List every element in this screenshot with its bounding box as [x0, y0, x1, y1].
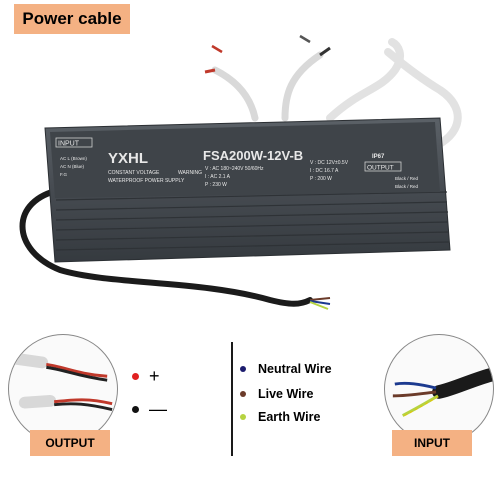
- polarity-positive: +: [132, 366, 160, 387]
- input-label: INPUT: [392, 430, 472, 456]
- black-dot: [132, 406, 139, 413]
- right-wire-2: Black / Red: [395, 184, 419, 189]
- earth-dot: [240, 414, 246, 420]
- input-tag: INPUT: [58, 141, 80, 148]
- output-power: P : 200 W: [310, 176, 332, 182]
- polarity-negative: —: [132, 399, 167, 420]
- title-text: Power cable: [22, 9, 122, 28]
- left-wire-2: AC N (Blue): [60, 164, 85, 169]
- power-supply-photo: INPUT AC L (Brown) AC N (Blue) F.G YXHL …: [19, 34, 462, 310]
- live-dot: [240, 391, 246, 397]
- neutral-label: Neutral Wire: [258, 362, 332, 376]
- earth-label: Earth Wire: [258, 410, 321, 424]
- waterproof-text: WATERPROOF POWER SUPPLY: [108, 178, 185, 184]
- warning-text: WARNING: [178, 170, 202, 176]
- input-cable-zoom: [384, 334, 494, 444]
- right-wire-1: Black / Red: [395, 176, 419, 181]
- input-cable-illustration: [392, 367, 493, 417]
- output-cable-illustration: [9, 352, 113, 412]
- output-label: OUTPUT: [30, 430, 110, 456]
- output-tag: OUTPUT: [367, 165, 394, 172]
- ip-rating: IP67: [372, 154, 385, 160]
- output-voltage: V : DC 12V±0.5V: [310, 160, 349, 166]
- input-current: I : AC 2.1 A: [205, 174, 231, 180]
- output-current: I : DC 16.7 A: [310, 168, 339, 174]
- legend-earth: Earth Wire: [240, 410, 320, 424]
- output-cable-zoom: [8, 334, 118, 444]
- legend-live: Live Wire: [240, 387, 313, 401]
- constant-voltage-text: CONSTANT VOLTAGE: [108, 170, 160, 176]
- brand-logo: YXHL: [108, 150, 148, 167]
- output-cable-red: [211, 66, 259, 122]
- live-label: Live Wire: [258, 387, 314, 401]
- input-power: P : 230 W: [205, 182, 227, 188]
- input-voltage: V : AC 180~240V 50/60Hz: [205, 166, 264, 172]
- divider-line: [231, 342, 233, 456]
- model-number: FSA200W-12V-B: [203, 148, 303, 163]
- input-label-text: INPUT: [414, 436, 450, 450]
- output-cable-black: [19, 187, 313, 307]
- left-wire-3: F.G: [60, 172, 68, 177]
- output-label-text: OUTPUT: [45, 436, 95, 450]
- title-badge: Power cable: [14, 4, 130, 34]
- neutral-dot: [240, 366, 246, 372]
- red-dot: [132, 373, 139, 380]
- plus-sign: +: [149, 366, 160, 386]
- minus-sign: —: [149, 399, 167, 419]
- legend-neutral: Neutral Wire: [240, 362, 332, 376]
- left-wire-1: AC L (Brown): [60, 156, 87, 161]
- input-cable-white: [326, 38, 405, 122]
